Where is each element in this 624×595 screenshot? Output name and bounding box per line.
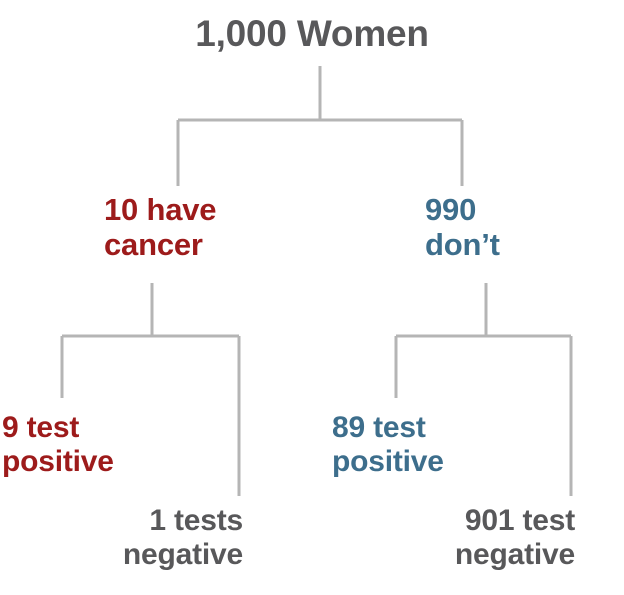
node-have-cancer: 10 have cancer — [104, 192, 217, 263]
node-cancer-test-negative: 1 tests negative — [122, 504, 243, 571]
node-cancer-test-positive: 9 test positive — [2, 411, 114, 478]
node-root-total: 1,000 Women — [195, 13, 429, 54]
node-no-cancer: 990 don’t — [425, 192, 500, 263]
node-no-cancer-test-negative: 901 test negative — [454, 504, 575, 571]
node-no-cancer-test-positive: 89 test positive — [332, 411, 444, 478]
